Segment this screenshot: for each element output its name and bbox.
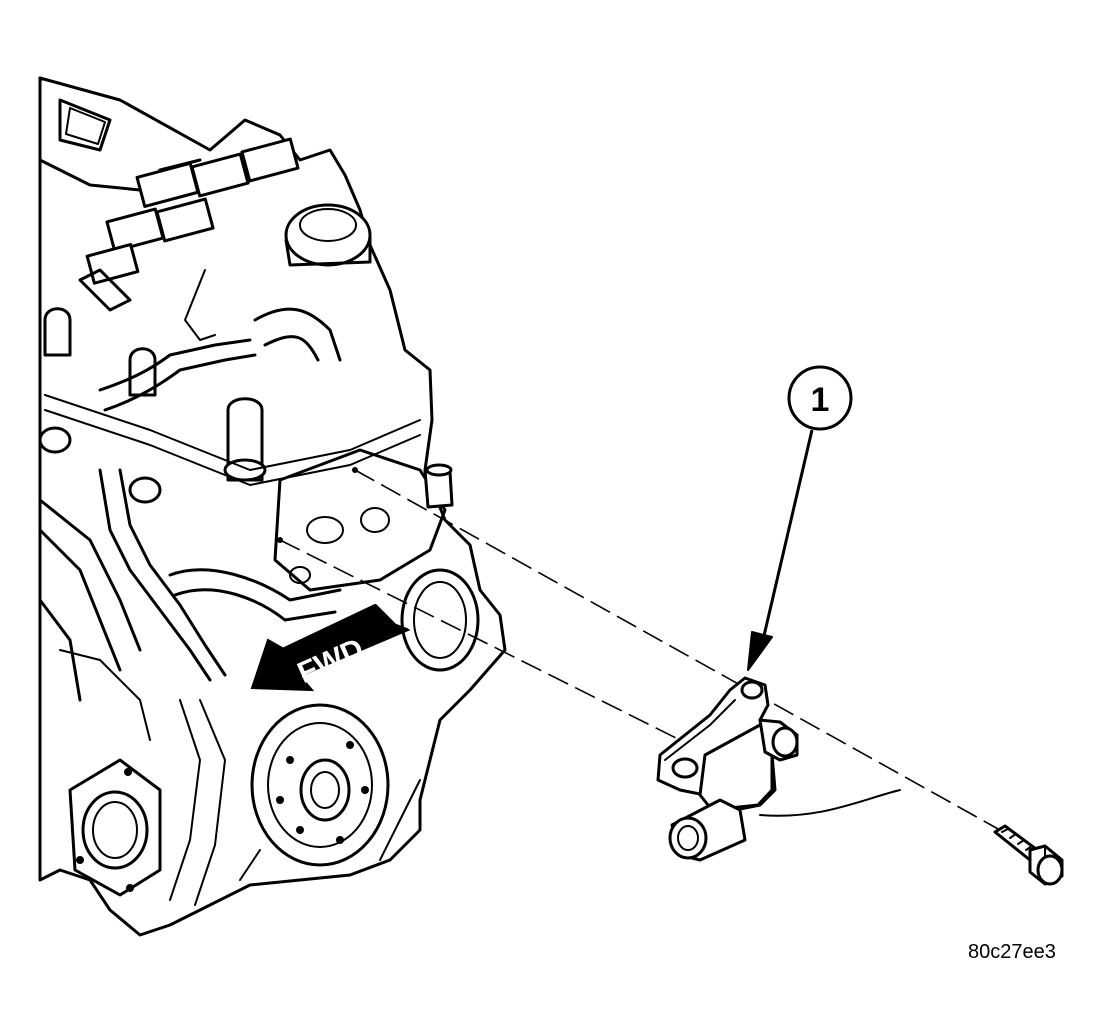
housing-upper-nipple	[758, 718, 799, 762]
mounting-bolt	[993, 824, 1064, 886]
callout-number: 1	[811, 381, 830, 419]
oil-filler-cap	[284, 203, 372, 267]
block-port	[400, 568, 480, 672]
callout-1: 1	[747, 365, 853, 671]
thermostat-housing	[656, 676, 799, 862]
housing-outlet-tube	[668, 798, 747, 862]
lower-left-port	[68, 758, 162, 897]
spark-plug-boots	[38, 307, 267, 504]
thermostat-mounting-area	[273, 448, 454, 592]
figure-code: 80c27ee3	[968, 941, 1056, 963]
engine-block	[38, 76, 507, 937]
assembly-guide-lines	[279, 469, 1001, 831]
crankshaft-pulley	[250, 703, 390, 867]
coil-packs	[78, 137, 300, 341]
